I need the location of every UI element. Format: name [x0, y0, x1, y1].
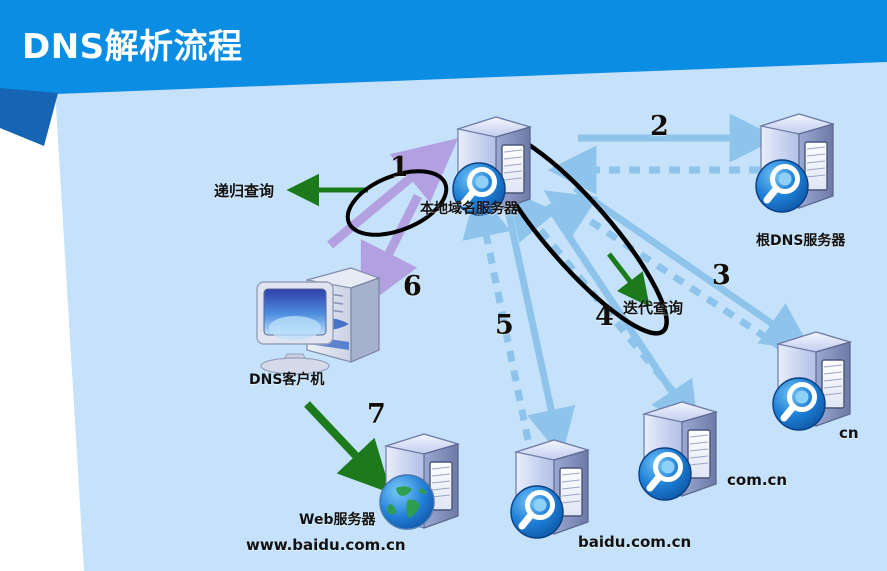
magnifier-badge-icon [755, 159, 809, 213]
web-server-globe-icon [379, 433, 461, 530]
arrow-step-1-recursive-request [327, 138, 459, 249]
step-number-1: 1 [390, 152, 409, 183]
computer-monitor-shape [256, 281, 334, 375]
step-number-7: 7 [367, 399, 386, 430]
annotation-recursive-query: 递归查询 [214, 182, 275, 200]
arrow-step-6-recursive-response [360, 193, 423, 310]
step-number-4: 4 [595, 301, 614, 332]
magnifier-badge-icon [452, 162, 506, 216]
dns-server-icon-baidu [510, 439, 591, 539]
step-number-3: 3 [712, 260, 731, 291]
step-number-6: 6 [403, 271, 422, 302]
node-label-web-server: Web服务器 [299, 512, 376, 528]
node-label-local-dns-server: 本地域名服务器 [420, 201, 518, 217]
step-number-5: 5 [495, 310, 514, 341]
dns-server-icon-root [755, 113, 836, 213]
magnifier-badge-icon [510, 485, 564, 539]
dns-server-icon-comcn [638, 401, 719, 501]
node-label-dns-client: DNS客户机 [249, 372, 325, 388]
node-label-baidu-com-cn-server: baidu.com.cn [578, 533, 692, 551]
arrow-step-5-request [504, 209, 576, 458]
web-server-url-label: www.baidu.com.cn [246, 536, 406, 554]
arrow-cn-response-dashed [543, 190, 802, 363]
arrow-iterative-query-callout [607, 252, 650, 307]
arrow-step-3-request [573, 185, 812, 352]
desktop-computer-icon [256, 267, 381, 375]
arrow-step-7-http-request [304, 401, 392, 494]
globe-badge-icon [379, 474, 435, 530]
dns-server-icon-local [452, 116, 533, 216]
node-label-root-dns-server: 根DNS服务器 [756, 233, 846, 249]
node-label-cn-server: cn [839, 424, 859, 442]
annotation-iterative-query: 迭代查询 [623, 299, 684, 317]
arrow-comcn-response-dashed [507, 189, 703, 427]
step-number-2: 2 [650, 111, 669, 142]
dns-server-icon-cn [772, 331, 853, 431]
magnifier-badge-icon [772, 377, 826, 431]
page-title: DNS解析流程 [22, 27, 243, 67]
node-label-com-cn-server: com.cn [727, 471, 788, 489]
magnifier-badge-icon [638, 447, 692, 501]
ink-ellipse-recursive [345, 169, 449, 237]
